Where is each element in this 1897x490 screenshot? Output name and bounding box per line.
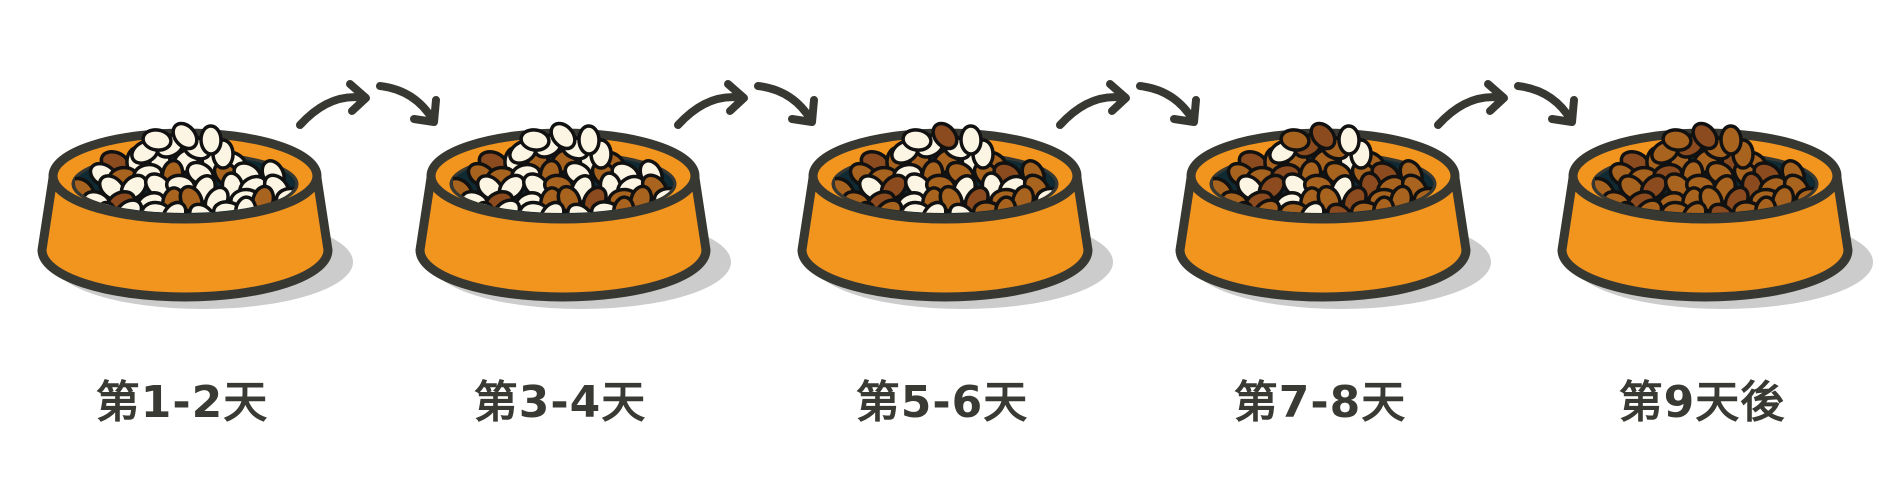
step-label-5: 第9天後 <box>1618 377 1786 428</box>
old-food-kibble <box>577 124 601 156</box>
old-food-kibble <box>566 202 595 213</box>
new-food-kibble <box>1326 202 1355 213</box>
new-food-kibble <box>1309 121 1337 151</box>
old-food-kibble <box>1298 200 1326 213</box>
curved-arrow-icon <box>296 80 440 129</box>
old-food-kibble <box>1337 124 1361 156</box>
step-label-4: 第7-8天 <box>1233 377 1407 428</box>
new-food-kibble <box>931 121 959 151</box>
food-bowl <box>37 121 353 309</box>
old-food-kibble <box>188 202 217 213</box>
new-food-kibble <box>1661 128 1693 152</box>
food-bowl <box>1557 121 1873 309</box>
old-food-kibble <box>141 128 173 152</box>
old-food-kibble <box>171 121 199 151</box>
new-food-kibble <box>1279 128 1311 152</box>
step-label-2: 第3-4天 <box>473 377 647 428</box>
old-food-kibble <box>519 128 551 152</box>
new-food-kibble <box>1708 202 1737 213</box>
old-food-kibble <box>199 124 223 156</box>
curved-arrow-icon <box>1434 80 1578 129</box>
step-label-1: 第1-2天 <box>95 377 269 428</box>
food-bowl <box>415 121 731 309</box>
old-food-kibble <box>959 124 983 156</box>
old-food-kibble <box>160 200 188 213</box>
curved-arrow-icon <box>674 80 818 129</box>
new-food-kibble <box>1691 121 1719 151</box>
old-food-kibble <box>920 200 948 213</box>
food-bowl <box>797 121 1113 309</box>
new-food-kibble <box>1719 124 1743 156</box>
kibble-group <box>75 121 295 213</box>
old-food-kibble <box>549 121 577 151</box>
old-food-kibble <box>901 128 933 152</box>
old-food-kibble <box>538 200 566 213</box>
new-food-kibble <box>1680 200 1708 213</box>
food-bowl <box>1175 121 1491 309</box>
old-food-kibble <box>948 202 977 213</box>
curved-arrow-icon <box>1056 80 1200 129</box>
step-label-3: 第5-6天 <box>855 377 1029 428</box>
